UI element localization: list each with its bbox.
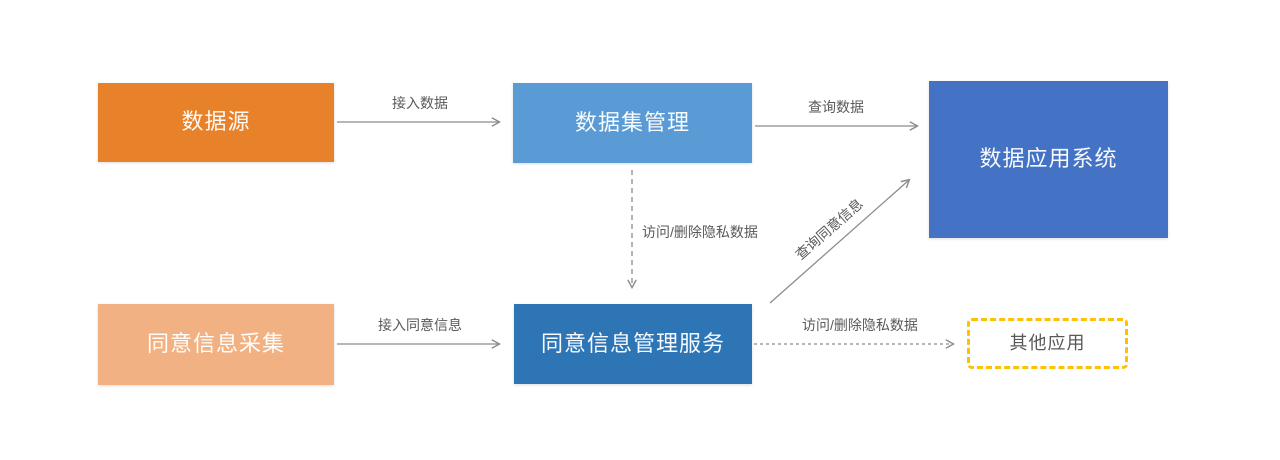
- node-other-applications[interactable]: 其他应用: [967, 318, 1128, 369]
- node-dataset-management-label: 数据集管理: [574, 109, 690, 135]
- node-data-source[interactable]: 数据源: [98, 83, 334, 162]
- edge-query-data-label: 查询数据: [808, 99, 864, 115]
- node-data-source-label: 数据源: [181, 109, 251, 135]
- node-consent-collection-label: 同意信息采集: [146, 331, 285, 357]
- edge-access-delete-private-bottom-label: 访问/删除隐私数据: [802, 317, 918, 333]
- node-other-applications-label: 其他应用: [1009, 332, 1086, 353]
- edge-access-consent-label: 接入同意信息: [378, 317, 462, 333]
- node-consent-management-service-label: 同意信息管理服务: [540, 330, 725, 356]
- node-dataset-management[interactable]: 数据集管理: [513, 83, 752, 163]
- edge-access-delete-private-top-label: 访问/删除隐私数据: [642, 224, 758, 240]
- edge-access-data-label: 接入数据: [392, 95, 448, 111]
- edge-query-consent-arrow: [769, 178, 911, 304]
- node-consent-management-service[interactable]: 同意信息管理服务: [514, 304, 752, 384]
- node-data-application-system-label: 数据应用系统: [979, 146, 1118, 172]
- node-data-application-system[interactable]: 数据应用系统: [929, 81, 1168, 238]
- node-consent-collection[interactable]: 同意信息采集: [98, 304, 334, 385]
